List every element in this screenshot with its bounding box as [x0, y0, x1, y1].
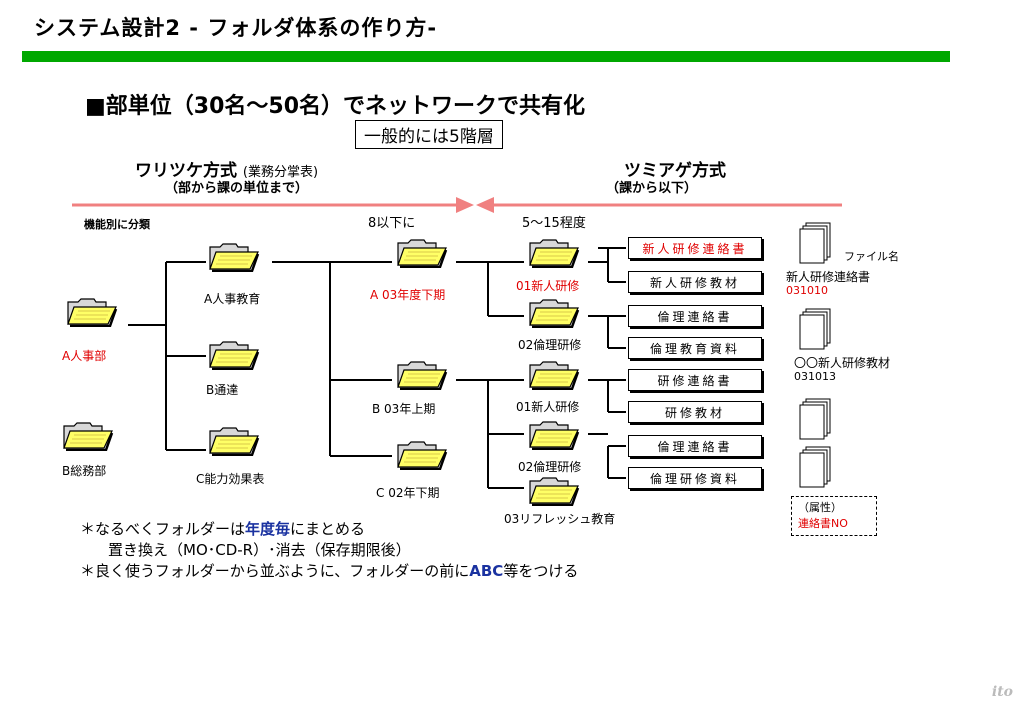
doc-box: 倫理連絡書 — [628, 435, 762, 457]
folder-label-b-notice: B通達 — [206, 383, 239, 397]
file-stack-icon — [799, 222, 831, 264]
note-3-em: ABC — [469, 562, 504, 580]
folder-label-dept-a: A人事部 — [62, 349, 107, 363]
folder-label-term-a: A 03年度下期 — [370, 288, 446, 302]
folder-icon — [528, 476, 580, 506]
range-label: 5～15程度 — [522, 216, 586, 231]
folder-label-01-new-b: 01新人研修 — [516, 400, 580, 414]
right-method-name: ツミアゲ方式 — [624, 161, 726, 181]
under8-label: 8以下に — [368, 216, 416, 231]
section-heading: ■部単位（30名～50名）でネットワークで共有化 — [85, 94, 586, 119]
note-3-post: 等をつける — [503, 562, 579, 580]
file-stack-icon — [799, 308, 831, 350]
left-method-note: (業務分掌表) — [242, 165, 319, 180]
filename-label: ファイル名 — [844, 250, 899, 263]
folder-icon — [208, 340, 260, 370]
page-title: システム設計2 - フォルダ体系の作り方- — [34, 16, 438, 40]
folder-icon — [66, 297, 118, 327]
folder-icon — [396, 360, 448, 390]
attribute-value: 連絡書NO — [798, 517, 848, 530]
folder-icon — [396, 238, 448, 268]
folder-icon — [62, 421, 114, 451]
note-1-post: にまとめる — [290, 520, 366, 538]
file-stack-icon — [799, 398, 831, 440]
folder-icon — [528, 238, 580, 268]
folder-label-c-eval: C能力効果表 — [196, 472, 265, 486]
levels-box: 一般的には5階層 — [355, 120, 503, 149]
file1-name: 新人研修連絡書 — [786, 270, 871, 284]
note-1-em: 年度毎 — [245, 520, 291, 538]
title-underline-bar — [22, 51, 950, 62]
folder-icon — [528, 420, 580, 450]
folder-label-a-edu: A人事教育 — [204, 292, 261, 306]
author-signature: ito — [991, 684, 1013, 700]
folder-label-02-ethics-a: 02倫理研修 — [518, 338, 582, 352]
left-method-name: ワリツケ方式 — [135, 161, 237, 181]
doc-box: 倫理研修資料 — [628, 467, 762, 489]
doc-box: 新人研修教材 — [628, 271, 762, 293]
attribute-box: （属性） 連絡書NO — [791, 496, 877, 536]
doc-box: 研修教材 — [628, 401, 762, 423]
file2-code: 031013 — [794, 370, 836, 383]
note-1-pre: ＊なるべくフォルダーは — [80, 520, 246, 538]
folder-label-03-refresh: 03リフレッシュ教育 — [504, 512, 616, 526]
note-3-pre: ＊良く使うフォルダーから並ぶように、フォルダーの前に — [80, 562, 470, 580]
file1-code: 031010 — [786, 284, 828, 297]
classify-label: 機能別に分類 — [84, 218, 150, 231]
file2-name: 〇〇新人研修教材 — [794, 356, 891, 370]
left-method-sub: （部から課の単位まで） — [165, 181, 309, 196]
folder-label-term-c: C 02年下期 — [376, 486, 440, 500]
note-line-2: 置き換え（MO･CD-R）･消去（保存期限後） — [108, 541, 411, 559]
attribute-label: （属性） — [798, 501, 842, 514]
folder-icon — [396, 440, 448, 470]
folder-icon — [528, 298, 580, 328]
pink-divider-arrows — [72, 197, 842, 213]
folder-icon — [528, 360, 580, 390]
right-method-sub: （課から以下） — [606, 181, 698, 196]
folder-label-01-new-a: 01新人研修 — [516, 279, 580, 293]
note-line-1: ＊なるべくフォルダーは年度毎にまとめる — [80, 518, 365, 539]
folder-icon — [208, 426, 260, 456]
note-line-3: ＊良く使うフォルダーから並ぶように、フォルダーの前にABC等をつける — [80, 560, 578, 581]
doc-box: 新人研修連絡書 — [628, 237, 762, 259]
connector-lines — [128, 247, 626, 489]
doc-box: 倫理連絡書 — [628, 305, 762, 327]
doc-box: 研修連絡書 — [628, 369, 762, 391]
doc-box: 倫理教育資料 — [628, 337, 762, 359]
folder-label-term-b: B 03年上期 — [372, 402, 436, 416]
folder-label-dept-b: B総務部 — [62, 464, 107, 478]
left-method-title: ワリツケ方式 (業務分掌表) — [135, 156, 318, 181]
folder-icon — [208, 242, 260, 272]
file-stack-icon — [799, 446, 831, 488]
folder-label-02-ethics-b: 02倫理研修 — [518, 460, 582, 474]
